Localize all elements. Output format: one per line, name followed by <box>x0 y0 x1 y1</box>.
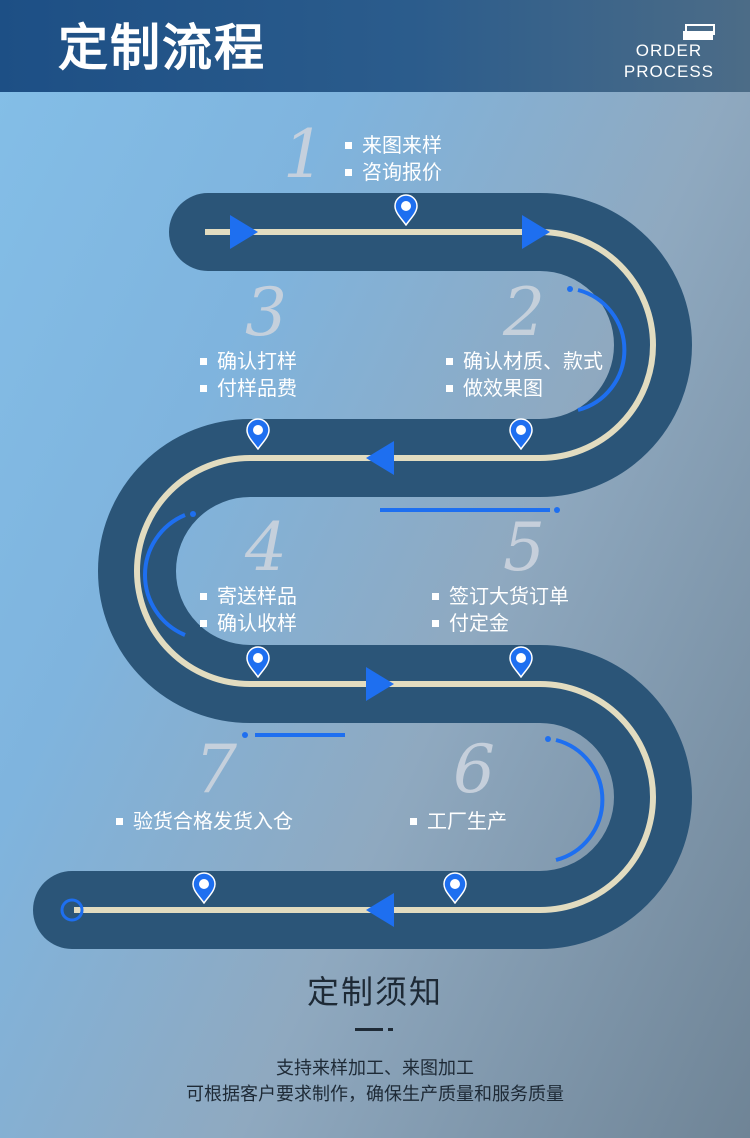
document-stack-icon <box>683 24 715 40</box>
bullet-square-icon <box>410 818 417 825</box>
bullet-square-icon <box>200 358 207 365</box>
bullet-square-icon <box>200 385 207 392</box>
step-5-number: 5 <box>503 509 545 586</box>
step-5-item-1: 签订大货订单 <box>449 584 569 608</box>
header-subtitle-line2: PROCESS <box>623 62 714 81</box>
step-4-item-1: 寄送样品 <box>217 584 297 608</box>
accent-dot <box>242 732 248 738</box>
list-item: 确认收样 <box>200 610 297 637</box>
step-1-list: 来图来样 咨询报价 <box>345 132 442 186</box>
step-7-number: 7 <box>195 731 237 808</box>
step-1-item-1: 来图来样 <box>362 133 442 157</box>
step-1-number: 1 <box>283 116 325 193</box>
step-3-list: 确认打样 付样品费 <box>200 348 297 402</box>
step-2-list: 确认材质、款式 做效果图 <box>446 348 603 402</box>
list-item: 寄送样品 <box>200 583 297 610</box>
list-item: 确认打样 <box>200 348 297 375</box>
arrow-right-icon <box>230 215 258 249</box>
header-subtitle: ORDER PROCESS <box>624 40 714 82</box>
step-3-number: 3 <box>245 274 287 351</box>
step-4-list: 寄送样品 确认收样 <box>200 583 297 637</box>
step-6-item-1: 工厂生产 <box>427 809 507 833</box>
arrow-right-icon <box>366 667 394 701</box>
accent-arc <box>555 738 605 862</box>
notice-line-1: 支持来样加工、来图加工 <box>276 1058 474 1079</box>
accent-arc <box>577 288 627 412</box>
list-item: 咨询报价 <box>345 159 442 186</box>
step-2-number: 2 <box>503 274 545 351</box>
step-7-item-1: 验货合格发货入仓 <box>133 809 293 833</box>
bullet-square-icon <box>116 818 123 825</box>
list-item: 付样品费 <box>200 375 297 402</box>
accent-dot <box>545 736 551 742</box>
arrow-left-icon <box>366 441 394 475</box>
list-item: 验货合格发货入仓 <box>116 808 293 835</box>
step-2-item-2: 做效果图 <box>463 376 543 400</box>
bullet-square-icon <box>345 169 352 176</box>
road-center-line <box>74 229 656 913</box>
notice-line-2: 可根据客户要求制作，确保生产质量和服务质量 <box>186 1084 564 1105</box>
step-3-item-2: 付样品费 <box>217 376 297 400</box>
accent-arc <box>143 513 186 637</box>
title-divider <box>355 1028 393 1031</box>
step-7-list: 验货合格发货入仓 <box>116 808 293 835</box>
bullet-square-icon <box>200 620 207 627</box>
step-5-list: 签订大货订单 付定金 <box>432 583 569 637</box>
bullet-square-icon <box>200 593 207 600</box>
arrow-left-icon <box>366 893 394 927</box>
header-banner: 定制流程 ORDER PROCESS <box>0 0 750 92</box>
step-6-number: 6 <box>453 731 495 808</box>
list-item: 签订大货订单 <box>432 583 569 610</box>
step-4-number: 4 <box>245 509 287 586</box>
list-item: 工厂生产 <box>410 808 507 835</box>
notice-title: 定制须知 <box>306 973 443 1011</box>
step-2-item-1: 确认材质、款式 <box>463 349 603 373</box>
step-3-item-1: 确认打样 <box>217 349 297 373</box>
list-item: 确认材质、款式 <box>446 348 603 375</box>
arrow-right-icon <box>522 215 550 249</box>
accent-dot <box>190 511 196 517</box>
list-item: 做效果图 <box>446 375 603 402</box>
accent-dot <box>554 507 560 513</box>
accent-dot <box>567 286 573 292</box>
list-item: 来图来样 <box>345 132 442 159</box>
step-6-list: 工厂生产 <box>410 808 507 835</box>
step-1-item-2: 咨询报价 <box>362 160 442 184</box>
start-point-icon <box>60 898 84 922</box>
step-4-item-2: 确认收样 <box>217 611 297 635</box>
bullet-square-icon <box>345 142 352 149</box>
bullet-square-icon <box>446 358 453 365</box>
step-5-item-2: 付定金 <box>449 611 509 635</box>
bullet-square-icon <box>446 385 453 392</box>
bullet-square-icon <box>432 593 439 600</box>
page-title: 定制流程 <box>58 19 266 77</box>
list-item: 付定金 <box>432 610 569 637</box>
header-subtitle-line1: ORDER <box>635 41 703 60</box>
bullet-square-icon <box>432 620 439 627</box>
